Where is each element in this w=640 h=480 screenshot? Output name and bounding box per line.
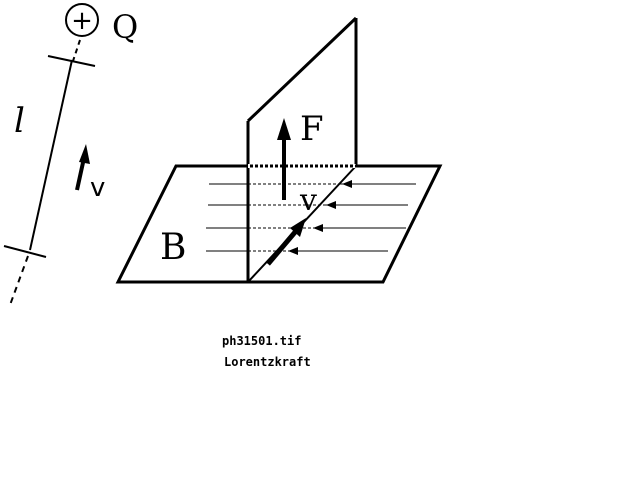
field-line <box>208 201 408 209</box>
field-line <box>209 180 416 188</box>
velocity-arrow-center <box>266 218 306 266</box>
charge-path <box>3 39 96 306</box>
length-tick-top <box>47 55 96 67</box>
charge-circle <box>65 3 99 37</box>
charge-symbol: + <box>65 3 99 37</box>
charge-path-dashed-bottom <box>9 255 29 306</box>
caption-filename: ph31501.tif <box>222 334 301 348</box>
charge-label: Q <box>112 8 138 46</box>
vertical-plane <box>246 16 358 283</box>
length-tick-bottom <box>3 245 47 258</box>
charge-path-dashed-top <box>71 39 81 65</box>
force-label: F <box>300 109 324 149</box>
caption-title: Lorentzkraft <box>224 355 311 369</box>
velocity-label-left: v <box>90 173 105 203</box>
field-label: B <box>160 227 186 268</box>
length-label: l <box>14 101 25 141</box>
charge-path-solid <box>29 59 73 251</box>
velocity-label-center: v <box>299 183 317 218</box>
velocity-arrow-left <box>75 144 90 191</box>
field-line <box>206 247 388 255</box>
field-line <box>206 224 406 232</box>
field-lines <box>206 180 416 255</box>
charge-sign-label: + <box>71 6 93 36</box>
force-arrow <box>277 118 291 200</box>
